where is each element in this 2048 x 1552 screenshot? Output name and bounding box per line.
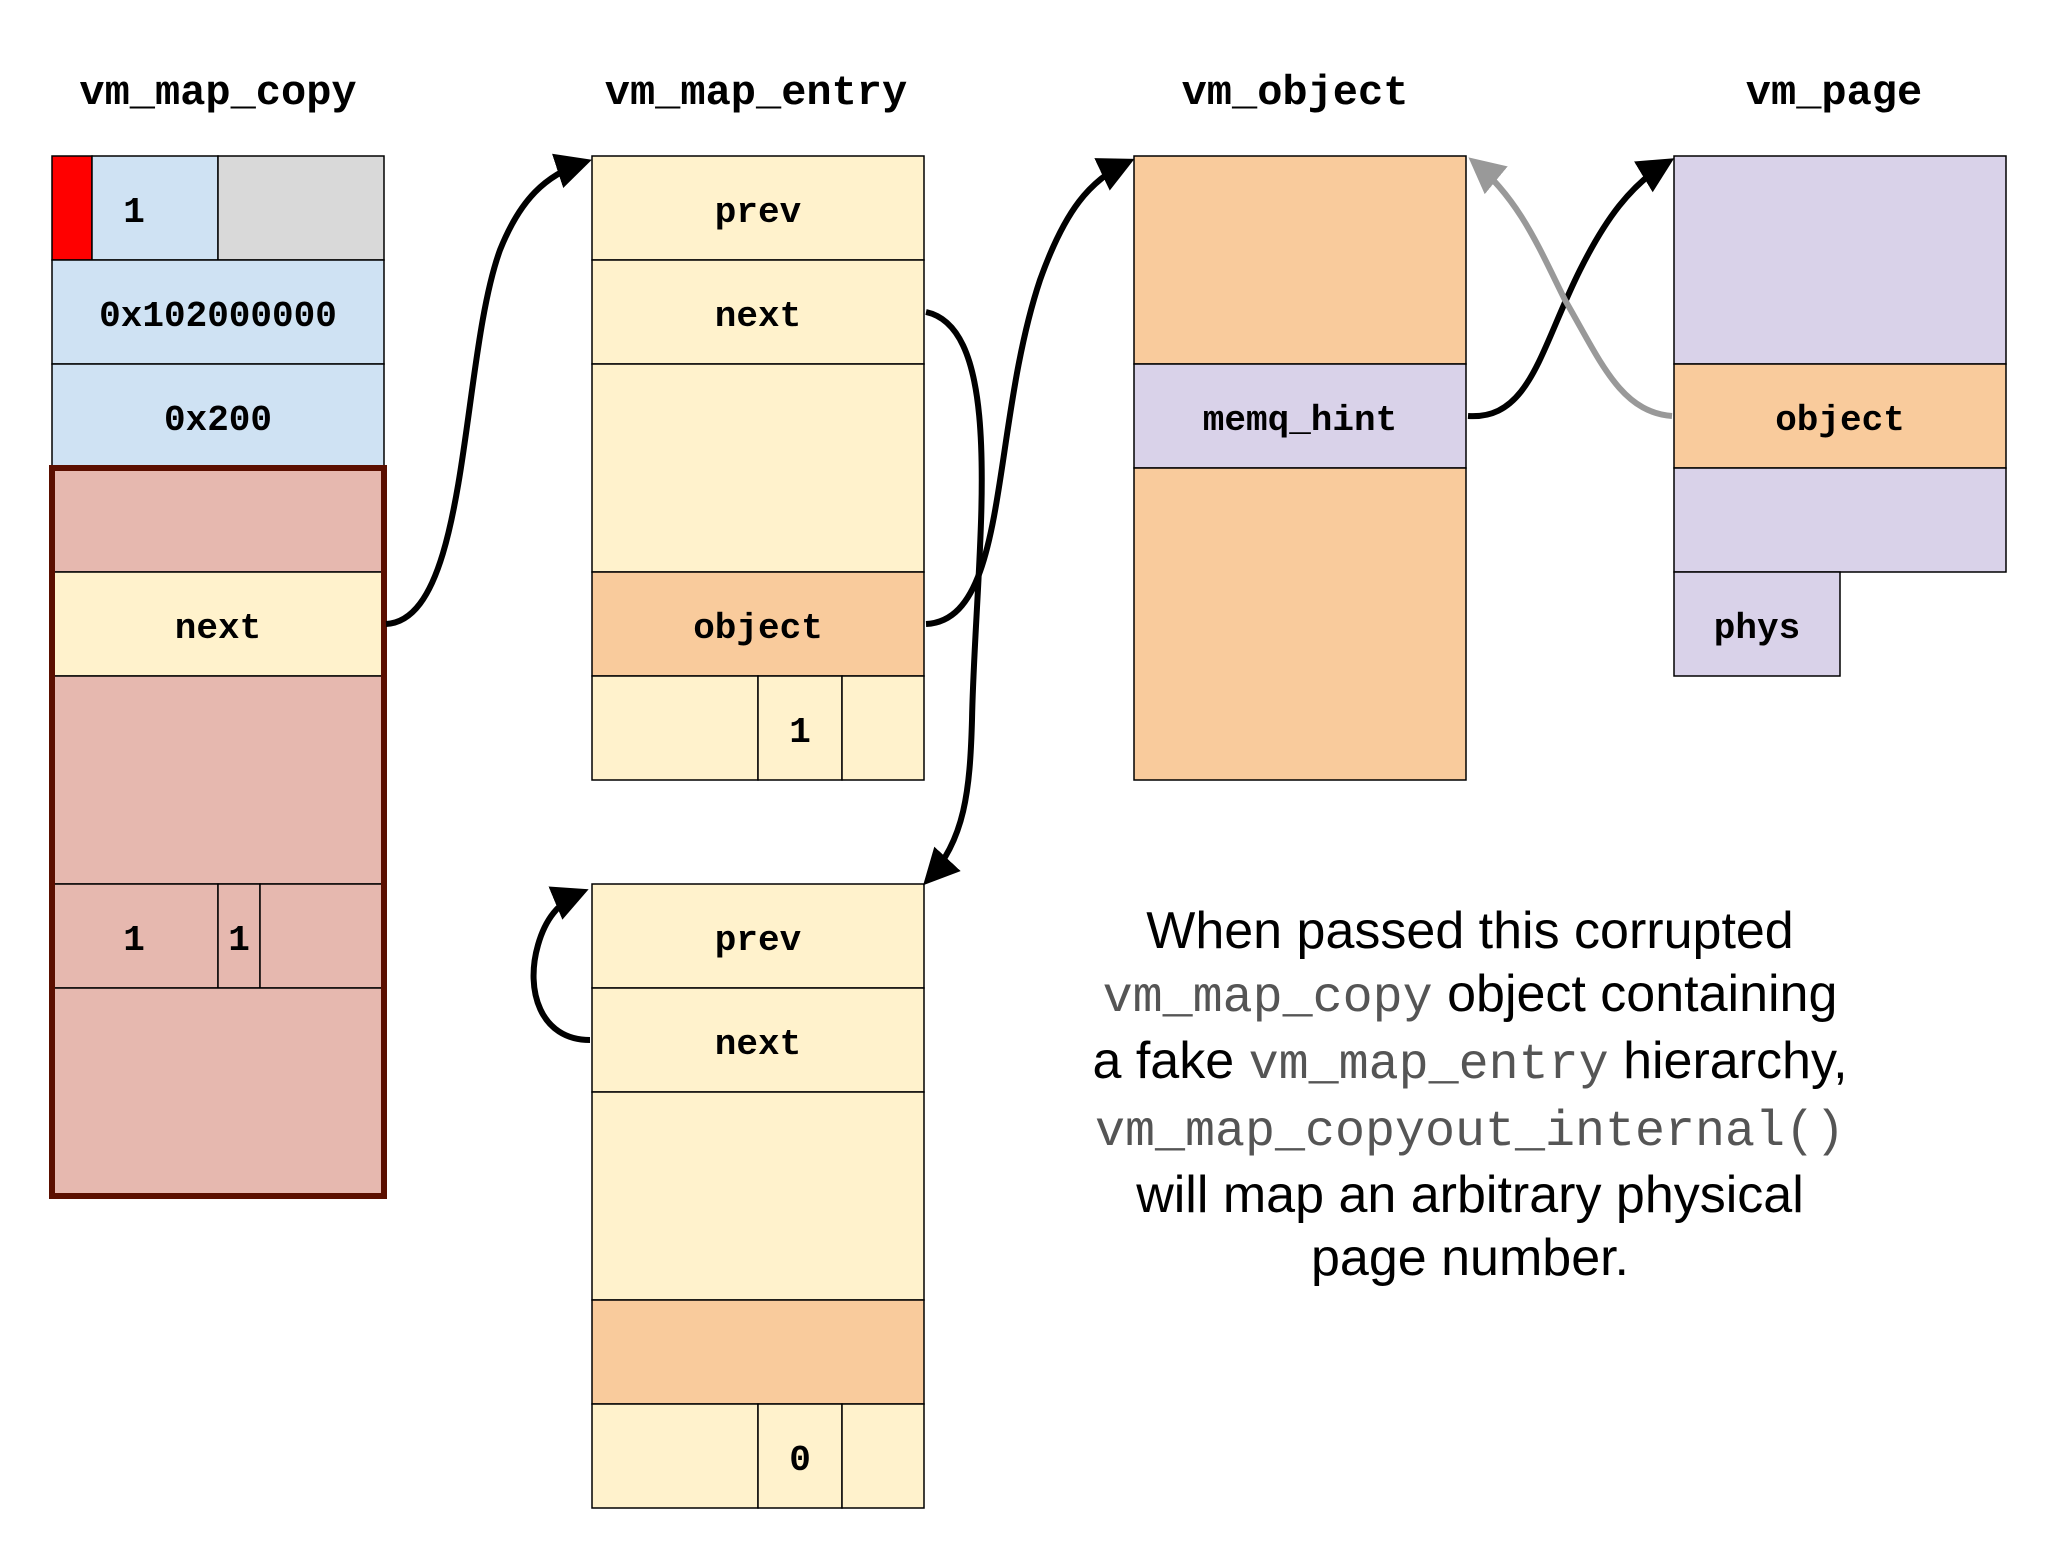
vm-map-entry-1: prev next object 1 (591, 155, 925, 781)
vmobject-top (1133, 155, 1467, 365)
caption-code-3: vm_map_copyout_internal() (1094, 1104, 1846, 1161)
copy-field-b-value: 1 (228, 920, 250, 961)
entry1-bottom-a (591, 675, 759, 781)
entry1-next-label: next (715, 296, 801, 337)
copy-field-c-cell (259, 883, 385, 989)
caption-code-1: vm_map_copy (1102, 970, 1433, 1027)
caption-text-5: will map an arbitrary physical (1136, 1166, 1804, 1224)
arrow-vmpage-object-back-to-vmobject (1468, 157, 1673, 419)
arrow-entry2-next-self-loop (530, 886, 591, 1043)
title-vm-page: vm_page (1746, 69, 1922, 117)
vm-object-struct: memq_hint (1133, 155, 1467, 781)
entry2-object-cell (591, 1299, 925, 1405)
arrow-entry1-object-to-vmobject (925, 158, 1135, 627)
vmobject-bottom (1133, 467, 1467, 781)
caption-line-4: vm_map_copyout_internal() (1020, 1097, 1920, 1164)
entry2-prev-cell (591, 883, 925, 989)
entry1-prev-label: prev (715, 192, 801, 233)
entry2-flag-value: 0 (789, 1440, 811, 1481)
arrow-memq-hint-to-vmpage (1467, 158, 1675, 420)
copy-size-cell (51, 363, 385, 469)
copy-next-label: next (175, 608, 261, 649)
entry1-bottom-c (841, 675, 925, 781)
caption-line-6: page number. (1020, 1227, 1920, 1290)
copy-flag-red (51, 155, 93, 261)
caption-text-4: hierarchy, (1608, 1032, 1848, 1090)
entry1-bottom-b (757, 675, 843, 781)
copy-size-value: 0x200 (164, 400, 272, 441)
copy-fake-header (51, 467, 385, 573)
vmpage-object-cell (1673, 363, 2007, 469)
caption: When passed this corrupted vm_map_copy o… (1020, 900, 1920, 1290)
caption-line-2: vm_map_copy object containing (1020, 963, 1920, 1030)
arrow-copy-next-to-entry1 (385, 153, 592, 627)
entry2-bottom-b (757, 1403, 843, 1509)
entry2-next-label: next (715, 1024, 801, 1065)
copy-flag-value: 1 (123, 192, 145, 233)
copy-flag-cell (91, 155, 219, 261)
entry2-bottom-a (591, 1403, 759, 1509)
copy-padding-cell (217, 155, 385, 261)
copy-field-a-value: 1 (123, 920, 145, 961)
title-vm-map-copy: vm_map_copy (79, 69, 356, 117)
entry2-prev-label: prev (715, 920, 801, 961)
entry1-object-cell (591, 571, 925, 677)
entry1-object-label: object (693, 608, 823, 649)
entry2-next-cell (591, 987, 925, 1093)
vmpage-phys-label: phys (1714, 608, 1800, 649)
vm-map-entry-2: prev next 0 (591, 883, 925, 1509)
entry1-mid-cell (591, 363, 925, 573)
vmobject-memq-hint-label: memq_hint (1203, 400, 1397, 441)
caption-text-6: page number. (1310, 1229, 1630, 1287)
caption-line-1: When passed this corrupted (1020, 900, 1920, 963)
copy-fake-tail (51, 987, 385, 1197)
vm-map-copy-struct: 1 0x102000000 0x200 next 1 1 (49, 155, 387, 1199)
copy-addr-cell (51, 259, 385, 365)
caption-line-5: will map an arbitrary physical (1020, 1164, 1920, 1227)
vmpage-mid (1673, 467, 2007, 573)
caption-text-3: a fake (1092, 1032, 1249, 1090)
entry2-bottom-c (841, 1403, 925, 1509)
caption-text-1: When passed this corrupted (1146, 902, 1794, 960)
vmpage-top (1673, 155, 2007, 365)
caption-text-2: object containing (1432, 965, 1838, 1023)
copy-field-a-cell (51, 883, 219, 989)
entry1-flag-value: 1 (789, 712, 811, 753)
copy-addr-value: 0x102000000 (99, 296, 337, 337)
title-vm-map-entry: vm_map_entry (605, 69, 907, 117)
caption-line-3: a fake vm_map_entry hierarchy, (1020, 1030, 1920, 1097)
copy-fake-mid (51, 675, 385, 885)
copy-fake-border (49, 465, 387, 1199)
vmpage-phys-cell (1673, 571, 1841, 677)
copy-next-cell (51, 571, 385, 677)
vmobject-memq-hint-cell (1133, 363, 1467, 469)
vmpage-object-label: object (1775, 400, 1905, 441)
caption-code-2: vm_map_entry (1248, 1037, 1609, 1094)
entry1-prev-cell (591, 155, 925, 261)
arrow-entry1-next-to-entry2 (923, 309, 985, 886)
title-vm-object: vm_object (1182, 69, 1409, 117)
entry2-mid-cell (591, 1091, 925, 1301)
entry1-next-cell (591, 259, 925, 365)
vm-page-struct: object phys (1673, 155, 2007, 677)
